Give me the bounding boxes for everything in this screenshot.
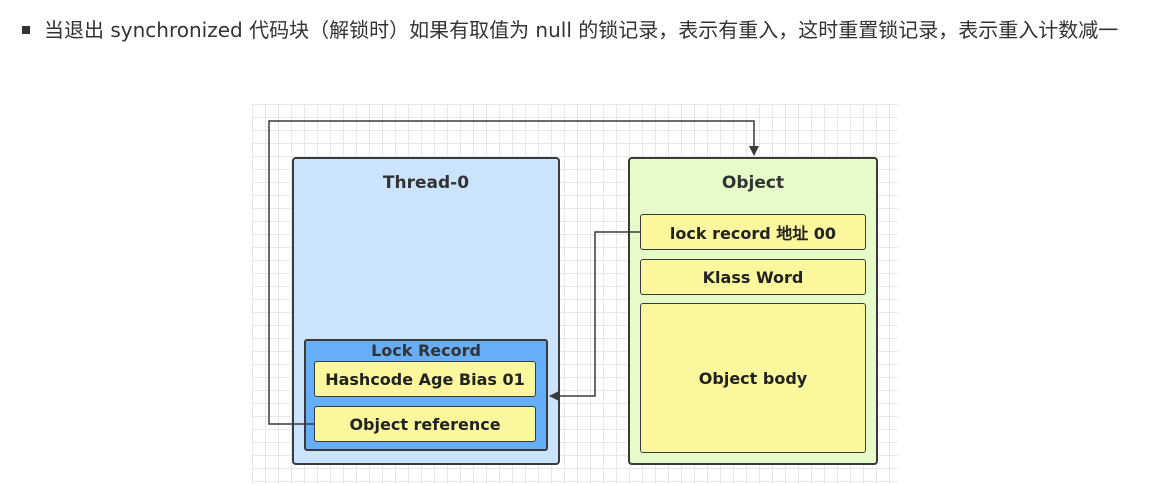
bullet-marker <box>22 26 30 34</box>
lock-diagram: Thread-0 Lock Record Hashcode Age Bias 0… <box>252 104 898 484</box>
object-title: Object <box>721 173 785 193</box>
lock-record-address-field: lock record 地址 00 <box>640 214 866 250</box>
connector-lines <box>268 120 759 425</box>
object-reference-arrow <box>268 120 759 425</box>
hashcode-field: Hashcode Age Bias 01 <box>314 361 536 397</box>
object-body-field: Object body <box>640 303 866 453</box>
lock-record-address-arrow <box>549 231 640 401</box>
object-reference-field: Object reference <box>314 406 536 442</box>
thread-title: Thread-0 <box>382 173 470 193</box>
bullet-text: 当退出 synchronized 代码块（解锁时）如果有取值为 null 的锁记… <box>44 18 1119 42</box>
klass-word-field: Klass Word <box>640 259 866 295</box>
lock-record-title: Lock Record <box>371 341 481 360</box>
